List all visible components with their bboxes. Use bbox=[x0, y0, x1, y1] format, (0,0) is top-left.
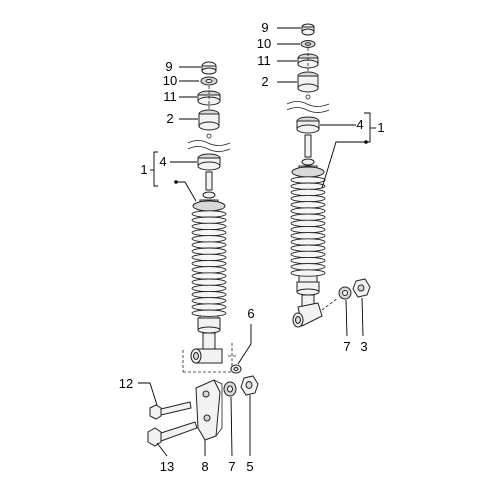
spring-coil bbox=[191, 284, 227, 293]
left-washer-7 bbox=[223, 381, 237, 397]
spring-coil bbox=[290, 194, 326, 203]
spring-coil bbox=[191, 241, 227, 249]
right-washer-10 bbox=[300, 40, 316, 48]
right-nut-9 bbox=[301, 23, 315, 36]
right-bushing-2 bbox=[297, 71, 319, 93]
left-label-1: 1 bbox=[140, 162, 147, 177]
right-break-bottom bbox=[286, 107, 330, 113]
spring-coil bbox=[191, 228, 227, 237]
right-label-11: 11 bbox=[257, 53, 271, 68]
spring-coil bbox=[290, 188, 326, 197]
left-label-4: 4 bbox=[159, 154, 166, 169]
right-label-1: 1 bbox=[377, 120, 384, 135]
left-label-2: 2 bbox=[166, 111, 173, 126]
left-label-8: 8 bbox=[201, 459, 208, 474]
left-label-13: 13 bbox=[160, 459, 174, 474]
leader-lines bbox=[138, 27, 376, 457]
left-washer-10 bbox=[200, 76, 218, 86]
part-labels: 9 10 11 2 4 1 6 12 13 8 7 5 9 10 11 2 4 … bbox=[119, 20, 385, 474]
left-label-6: 6 bbox=[247, 306, 254, 321]
spring-coil bbox=[191, 297, 227, 305]
left-nut-5 bbox=[240, 375, 259, 396]
left-bracket-8 bbox=[195, 379, 223, 441]
right-shock-assembly bbox=[286, 23, 371, 328]
spring-coil bbox=[191, 309, 227, 317]
spring-coil bbox=[191, 235, 227, 243]
spring-coil bbox=[191, 303, 227, 311]
spring-coil bbox=[290, 207, 326, 215]
left-dashed-frame bbox=[182, 342, 233, 373]
right-break-top bbox=[286, 101, 330, 107]
right-label-7: 7 bbox=[343, 339, 350, 354]
spring-coil bbox=[290, 176, 326, 184]
spring-coil bbox=[191, 216, 227, 224]
left-break-bottom bbox=[187, 146, 231, 152]
spring-coil bbox=[191, 210, 227, 218]
right-washer-7 bbox=[338, 286, 352, 300]
right-shock-rod bbox=[304, 134, 312, 158]
left-bushing-2 bbox=[198, 109, 220, 131]
spring-coil bbox=[290, 269, 326, 277]
right-rod-seal bbox=[301, 158, 315, 166]
spring-coil bbox=[191, 253, 227, 262]
spring-coil bbox=[290, 238, 326, 246]
spring-coil bbox=[191, 278, 227, 286]
left-label-11: 11 bbox=[163, 89, 177, 104]
right-bushing-4 bbox=[296, 116, 320, 134]
spring-coil bbox=[191, 222, 227, 231]
spring-coil bbox=[290, 256, 326, 265]
spring-coil bbox=[290, 219, 326, 228]
spring-coil bbox=[290, 263, 326, 271]
left-shock-rod bbox=[205, 171, 213, 191]
left-shock-mount bbox=[190, 332, 223, 364]
right-nut-3 bbox=[352, 278, 371, 298]
spring-coil bbox=[191, 247, 227, 255]
right-label-4: 4 bbox=[356, 117, 363, 132]
left-label-7: 7 bbox=[228, 459, 235, 474]
right-label-3: 3 bbox=[360, 339, 367, 354]
left-small-ring bbox=[206, 133, 212, 139]
left-shock-body bbox=[191, 199, 227, 334]
left-shock-assembly bbox=[147, 61, 259, 447]
spring-coil bbox=[290, 182, 326, 190]
left-nut-9 bbox=[201, 61, 217, 75]
left-rod-seal bbox=[202, 191, 216, 199]
right-mount-dash bbox=[321, 297, 339, 311]
spring-coil bbox=[290, 213, 326, 221]
spring-coil bbox=[290, 201, 326, 209]
right-label-10: 10 bbox=[257, 36, 271, 51]
right-small-ring bbox=[305, 94, 311, 100]
left-bushing-4 bbox=[197, 153, 221, 171]
spring-coil bbox=[290, 225, 326, 234]
spring-coil bbox=[290, 232, 326, 240]
spring-coil bbox=[191, 290, 227, 299]
spring-coil bbox=[191, 272, 227, 280]
left-bolt-12 bbox=[149, 401, 192, 420]
spring-coil bbox=[290, 244, 326, 252]
left-nut-6 bbox=[230, 364, 242, 374]
spring-coil bbox=[290, 250, 326, 259]
left-label-10: 10 bbox=[163, 73, 177, 88]
left-label-9: 9 bbox=[165, 59, 172, 74]
left-bolt-13 bbox=[147, 421, 198, 447]
spring-coil bbox=[191, 266, 227, 274]
right-shock-body bbox=[290, 165, 326, 296]
spring-coil bbox=[191, 259, 227, 268]
right-shock-mount bbox=[292, 294, 323, 328]
left-break-top bbox=[187, 140, 231, 146]
right-label-9: 9 bbox=[261, 20, 268, 35]
left-label-5: 5 bbox=[246, 459, 253, 474]
right-label-2: 2 bbox=[261, 74, 268, 89]
left-label-12: 12 bbox=[119, 376, 133, 391]
